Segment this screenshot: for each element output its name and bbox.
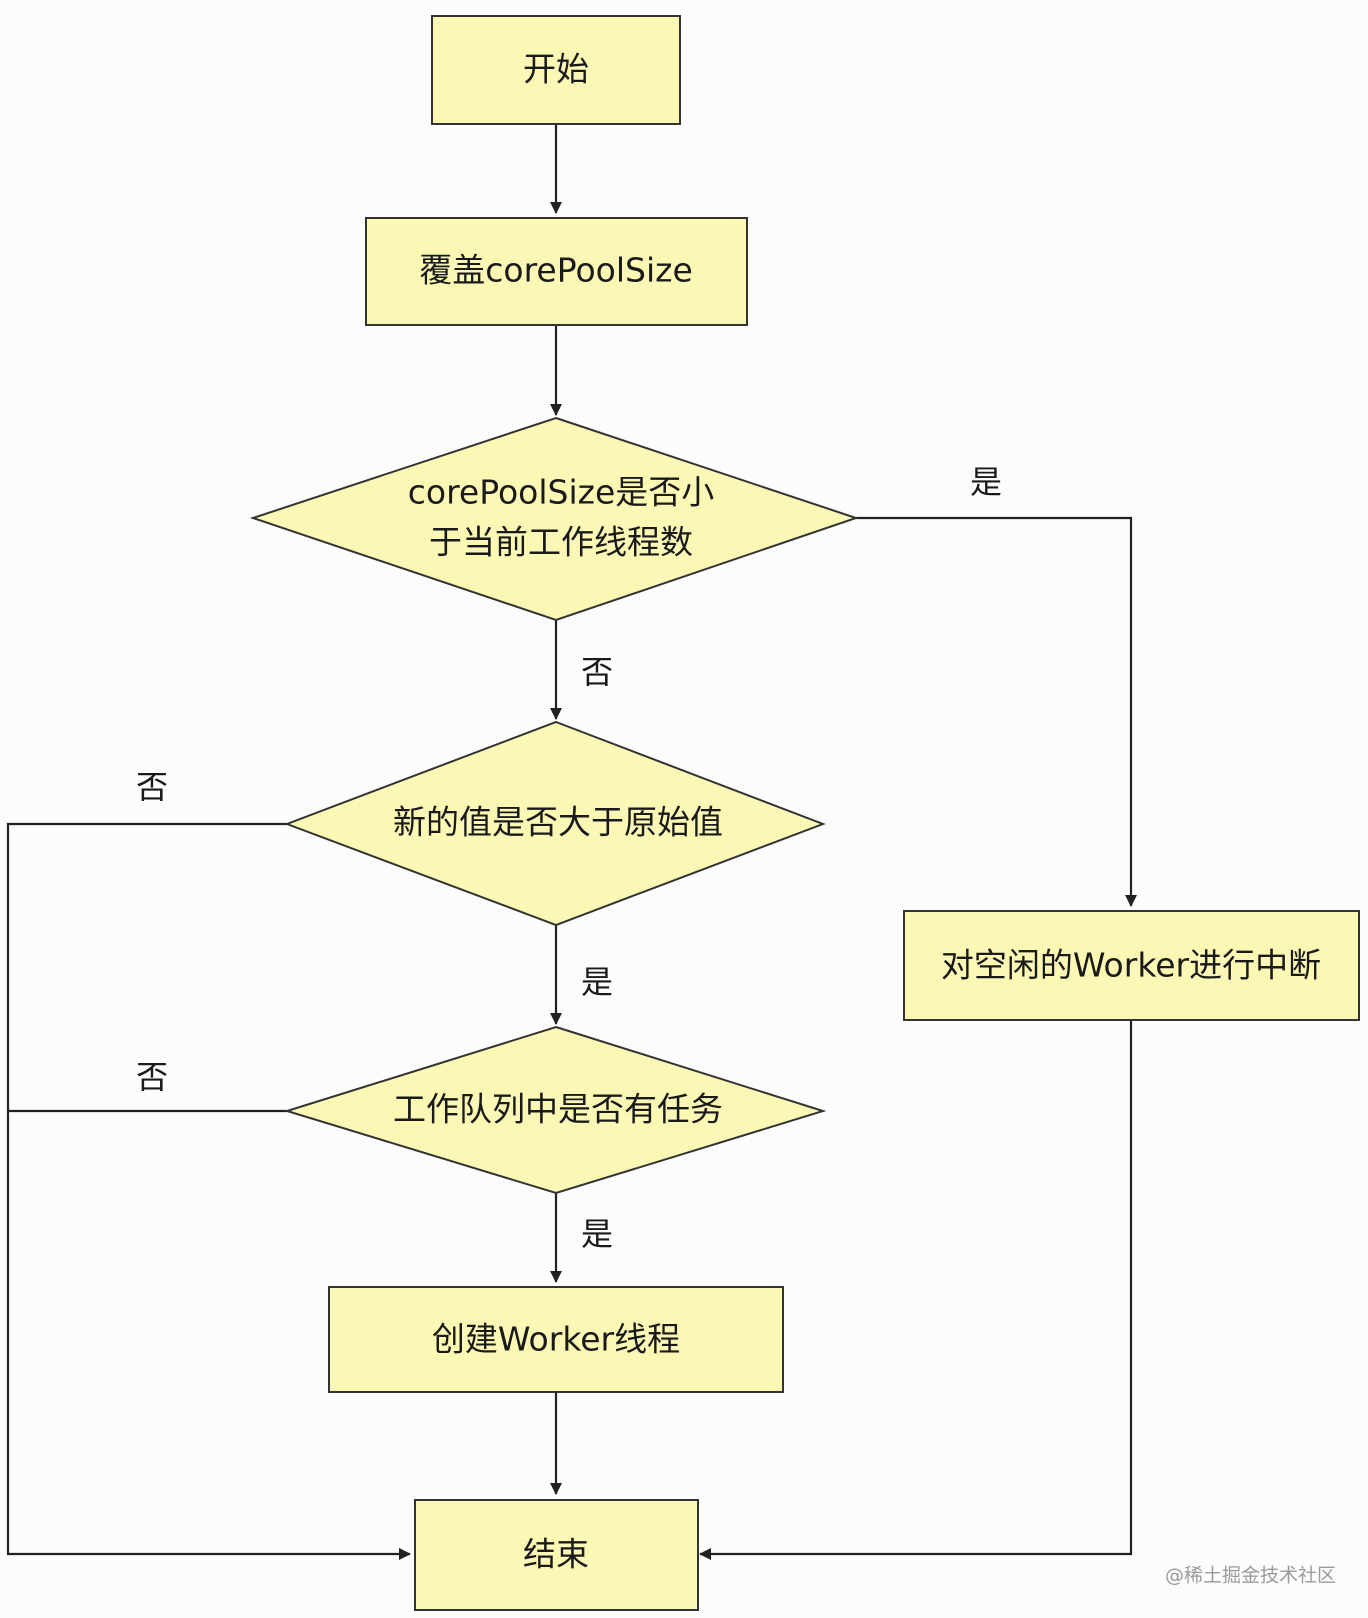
create-worker-box (328, 1286, 784, 1393)
edge-check-core-yes-to-interrupt (856, 516, 1137, 907)
node-check-core: corePoolSize是否小 于当前工作线程数 (249, 416, 860, 622)
edge-interrupt-to-end (699, 1020, 1133, 1560)
interrupt-idle-label: 对空闲的Worker进行中断 (941, 946, 1321, 985)
node-check-queue: 工作队列中是否有任务 (283, 1025, 827, 1195)
label-newval-no: 否 (136, 768, 168, 806)
label-queue-no: 否 (136, 1058, 168, 1096)
start-label: 开始 (523, 50, 589, 89)
label-core-yes: 是 (970, 463, 1002, 501)
label-core-no: 否 (581, 653, 613, 691)
override-label: 覆盖corePoolSize (419, 251, 693, 290)
end-box (414, 1499, 699, 1611)
edge-check-new-no-to-end (6, 822, 411, 1560)
node-interrupt-idle: 对空闲的Worker进行中断 (903, 910, 1360, 1021)
node-create-worker: 创建Worker线程 (328, 1286, 784, 1393)
end-label: 结束 (523, 1535, 589, 1574)
node-check-new-value: 新的值是否大于原始值 (284, 720, 826, 927)
node-end: 结束 (414, 1499, 699, 1611)
node-override: 覆盖corePoolSize (365, 217, 748, 326)
check-new-value-diamond (284, 720, 826, 927)
watermark: @稀土掘金技术社区 (1165, 1565, 1336, 1587)
label-queue-yes: 是 (581, 1215, 613, 1253)
check-queue-label: 工作队列中是否有任务 (393, 1090, 723, 1129)
interrupt-idle-box (903, 910, 1360, 1021)
start-box (431, 15, 681, 125)
check-core-label-line2: 于当前工作线程数 (429, 523, 693, 562)
edges (6, 124, 1137, 1560)
node-start: 开始 (431, 15, 681, 125)
create-worker-label: 创建Worker线程 (432, 1320, 680, 1359)
label-newval-yes: 是 (581, 963, 613, 1001)
edge-labels: 是 否 否 是 否 是 (136, 463, 1002, 1253)
check-queue-diamond (283, 1025, 827, 1195)
check-core-diamond (249, 416, 860, 622)
override-box (365, 217, 748, 326)
check-core-label-line1: corePoolSize是否小 (408, 473, 715, 512)
check-new-value-label: 新的值是否大于原始值 (393, 803, 723, 842)
